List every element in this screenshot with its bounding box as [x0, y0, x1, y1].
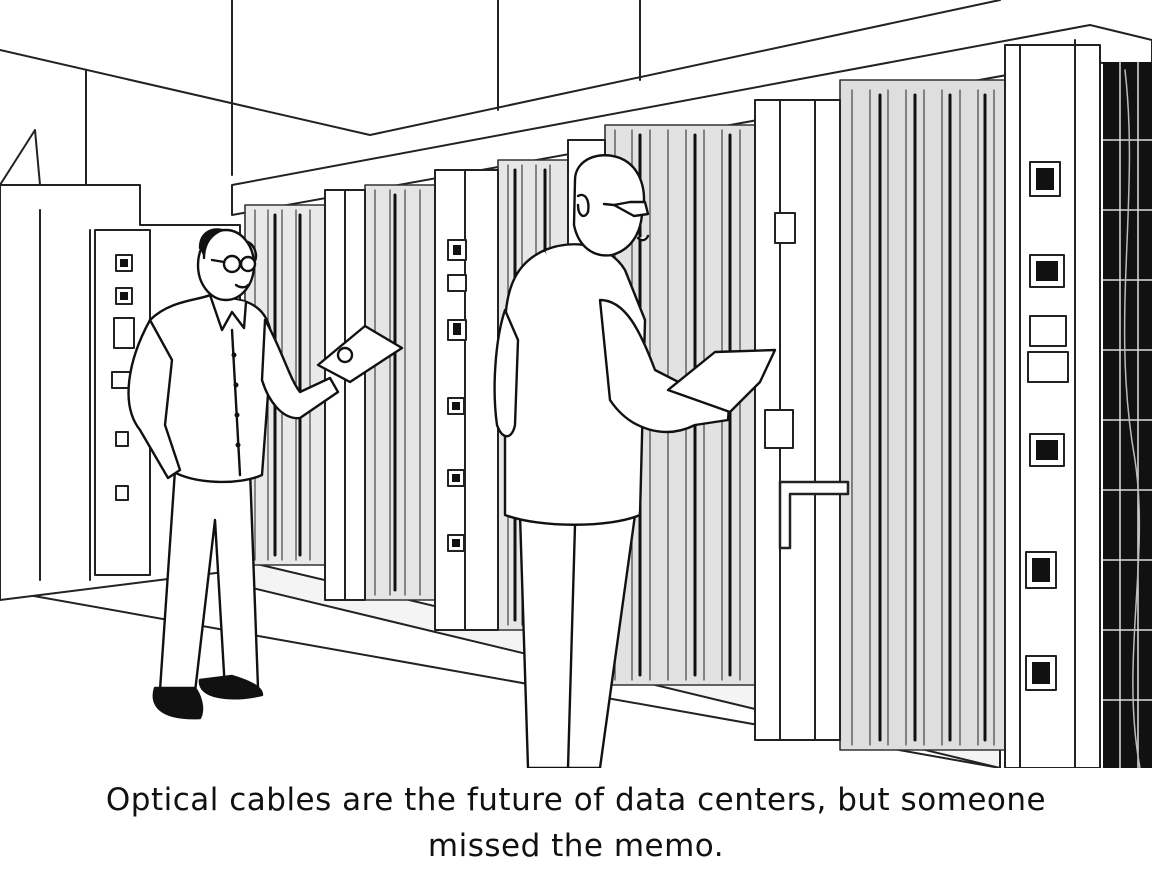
man-right — [493, 154, 777, 768]
cartoon-illustration — [0, 0, 1152, 768]
caption: Optical cables are the future of data ce… — [0, 768, 1152, 878]
caption-text: Optical cables are the future of data ce… — [105, 782, 1047, 864]
man-left — [127, 228, 404, 720]
